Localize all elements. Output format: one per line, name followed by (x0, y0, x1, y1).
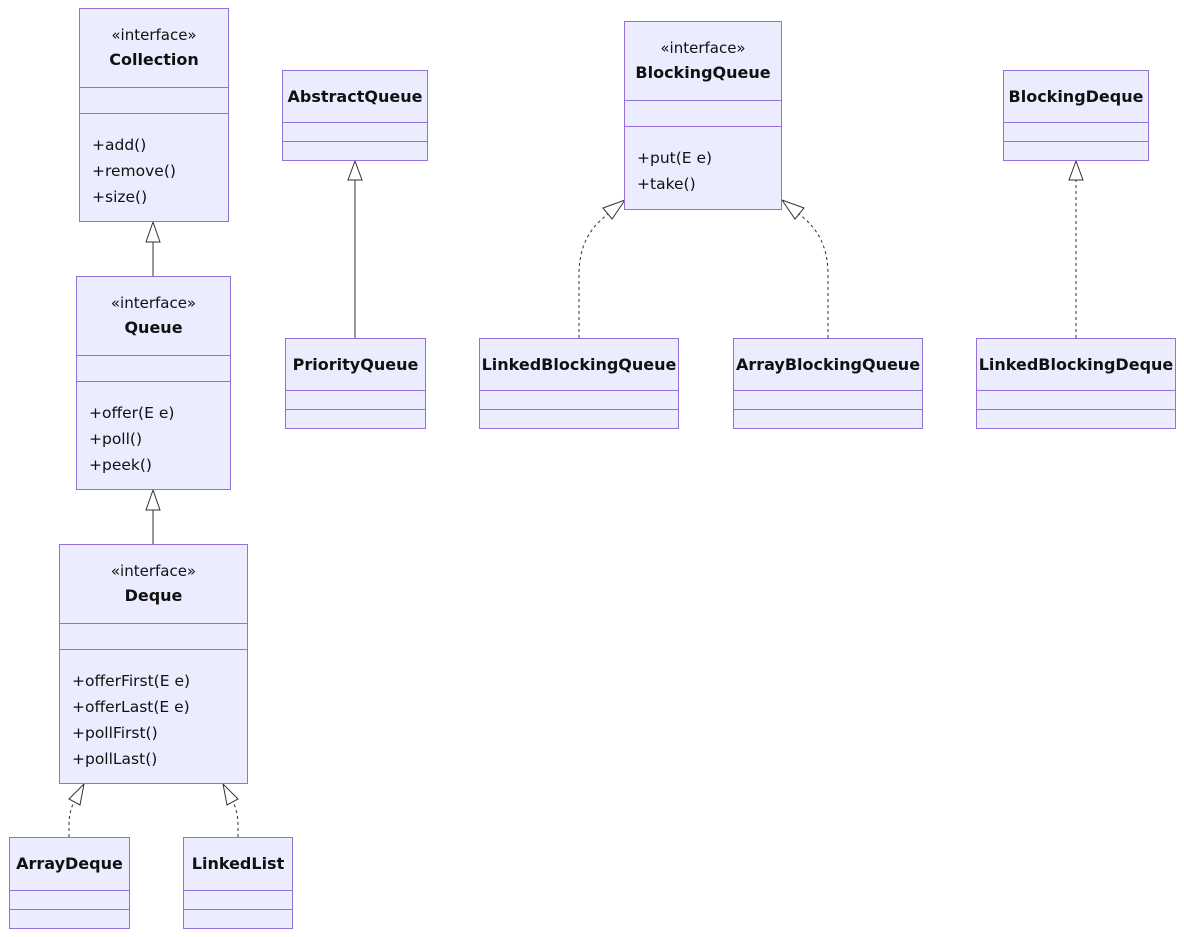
realization-arrowhead (1068, 159, 1084, 181)
class-linkedblockingqueue: LinkedBlockingQueue (479, 338, 679, 429)
method: +pollLast() (72, 750, 158, 768)
edge-linkedlist-deque (232, 801, 239, 837)
class-queue: «interface» Queue +offer(E e) +poll() +p… (76, 276, 231, 490)
class-header: LinkedBlockingQueue (480, 339, 678, 391)
method: +size() (92, 188, 148, 206)
class-arrayblockingqueue: ArrayBlockingQueue (733, 338, 923, 429)
method: +offerFirst(E e) (72, 672, 191, 690)
method: +put(E e) (637, 149, 713, 167)
class-name: BlockingDeque (1008, 86, 1144, 106)
class-header: LinkedList (184, 838, 292, 891)
methods-section (184, 910, 292, 928)
class-header: «interface» Deque (60, 545, 247, 624)
methods-section: +add() +remove() +size() (80, 114, 228, 221)
realization-arrowhead (602, 198, 627, 220)
class-name: LinkedBlockingDeque (978, 354, 1174, 374)
class-header: ArrayBlockingQueue (734, 339, 922, 391)
method: +pollFirst() (72, 724, 158, 742)
class-blockingqueue: «interface» BlockingQueue +put(E e) +tak… (624, 21, 782, 210)
class-header: BlockingDeque (1004, 71, 1148, 123)
attributes-section (77, 356, 230, 382)
class-header: AbstractQueue (283, 71, 427, 123)
attributes-section (480, 391, 678, 410)
class-name: Deque (124, 586, 183, 605)
methods-section: +offer(E e) +poll() +peek() (77, 382, 230, 489)
method: +add() (92, 136, 147, 154)
class-header: ArrayDeque (10, 838, 129, 891)
attributes-section (1004, 123, 1148, 142)
class-collection: «interface» Collection +add() +remove() … (79, 8, 229, 222)
methods-section (286, 410, 425, 428)
realization-arrowhead (222, 782, 239, 806)
stereotype: «interface» (111, 26, 197, 44)
class-header: LinkedBlockingDeque (977, 339, 1175, 391)
attributes-section (625, 101, 781, 127)
class-header: PriorityQueue (286, 339, 425, 391)
methods-section (10, 910, 129, 928)
realization-arrowhead (68, 782, 85, 806)
inheritance-arrowhead (145, 488, 161, 511)
attributes-section (734, 391, 922, 410)
class-blockingdeque: BlockingDeque (1003, 70, 1149, 161)
edge-arrayblockingqueue-blockingqueue (798, 213, 829, 338)
method: +peek() (89, 456, 152, 474)
method: +offerLast(E e) (72, 698, 190, 716)
method: +poll() (89, 430, 143, 448)
class-name: ArrayDeque (16, 854, 123, 873)
edge-linkedblockingqueue-blockingqueue (578, 213, 609, 338)
methods-section: +offerFirst(E e) +offerLast(E e) +pollFi… (60, 650, 247, 783)
class-header: «interface» Queue (77, 277, 230, 356)
class-name: LinkedList (191, 854, 285, 873)
class-arraydeque: ArrayDeque (9, 837, 130, 929)
class-name: AbstractQueue (287, 86, 423, 106)
class-header: «interface» BlockingQueue (625, 22, 781, 101)
attributes-section (80, 88, 228, 114)
attributes-section (977, 391, 1175, 410)
methods-section (480, 410, 678, 428)
methods-section (734, 410, 922, 428)
class-name: Collection (109, 50, 199, 69)
methods-section (283, 142, 427, 160)
realization-arrowhead (780, 198, 805, 220)
attributes-section (283, 123, 427, 142)
methods-section (1004, 142, 1148, 160)
class-name: PriorityQueue (292, 354, 419, 374)
attributes-section (10, 891, 129, 910)
methods-section: +put(E e) +take() (625, 127, 781, 209)
edge-arraydeque-deque (68, 801, 75, 837)
class-abstractqueue: AbstractQueue (282, 70, 428, 161)
methods-section (977, 410, 1175, 428)
method: +offer(E e) (89, 404, 175, 422)
class-name: BlockingQueue (635, 63, 771, 82)
class-name: Queue (124, 318, 183, 337)
method: +take() (637, 175, 696, 193)
stereotype: «interface» (660, 39, 746, 57)
class-name: LinkedBlockingQueue (481, 354, 677, 374)
inheritance-arrowhead (145, 220, 161, 243)
class-header: «interface» Collection (80, 9, 228, 88)
attributes-section (60, 624, 247, 650)
method: +remove() (92, 162, 176, 180)
stereotype: «interface» (110, 562, 197, 580)
class-name: ArrayBlockingQueue (735, 354, 921, 374)
inheritance-arrowhead (347, 159, 363, 181)
class-deque: «interface» Deque +offerFirst(E e) +offe… (59, 544, 248, 784)
class-priorityqueue: PriorityQueue (285, 338, 426, 429)
class-linkedlist: LinkedList (183, 837, 293, 929)
attributes-section (184, 891, 292, 910)
class-linkedblockingdeque: LinkedBlockingDeque (976, 338, 1176, 429)
stereotype: «interface» (110, 294, 197, 312)
attributes-section (286, 391, 425, 410)
